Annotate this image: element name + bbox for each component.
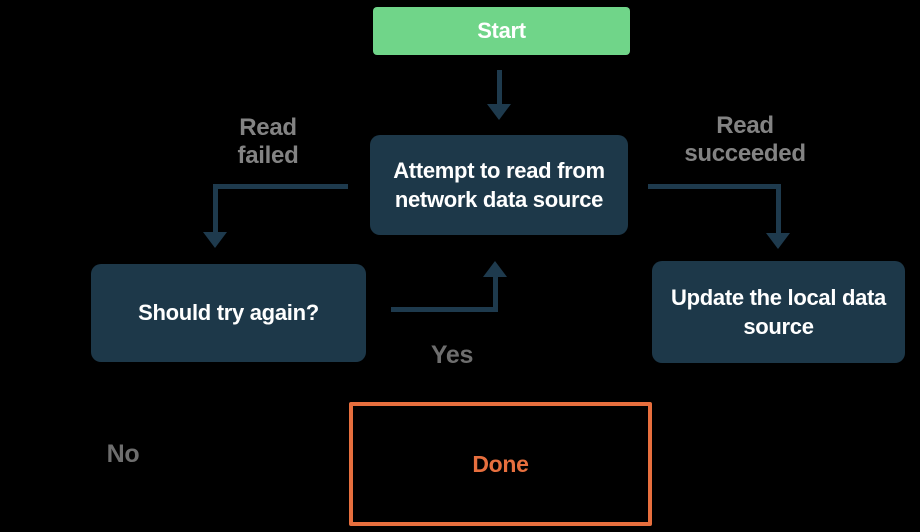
edge-attempt-to-update-arrowhead-icon (766, 233, 790, 249)
edge-start-to-attempt-arrowhead-icon (487, 104, 511, 120)
edge-start-to-attempt-line (497, 70, 502, 106)
edge-label-read-failed: Read failed (237, 114, 299, 169)
node-should-try-again: Should try again? (91, 264, 366, 362)
edge-shouldtry-to-attempt-vline (493, 277, 498, 312)
edge-attempt-to-shouldtry-vline (213, 184, 218, 232)
edge-attempt-to-update-hline (648, 184, 778, 189)
edge-label-read-succeeded: Read succeeded (684, 112, 806, 167)
edge-attempt-to-shouldtry-hline (215, 184, 348, 189)
node-update-local-data: Update the local data source (652, 261, 905, 363)
node-start: Start (373, 7, 630, 55)
node-done: Done (349, 402, 652, 526)
edge-shouldtry-to-attempt-hline (391, 307, 498, 312)
edge-attempt-to-shouldtry-arrowhead-icon (203, 232, 227, 248)
edge-label-no: No (106, 440, 140, 468)
node-attempt-read: Attempt to read from network data source (370, 135, 628, 235)
edge-shouldtry-to-attempt-arrowhead-icon (483, 261, 507, 277)
edge-attempt-to-update-vline (776, 184, 781, 233)
edge-label-yes: Yes (430, 341, 474, 369)
